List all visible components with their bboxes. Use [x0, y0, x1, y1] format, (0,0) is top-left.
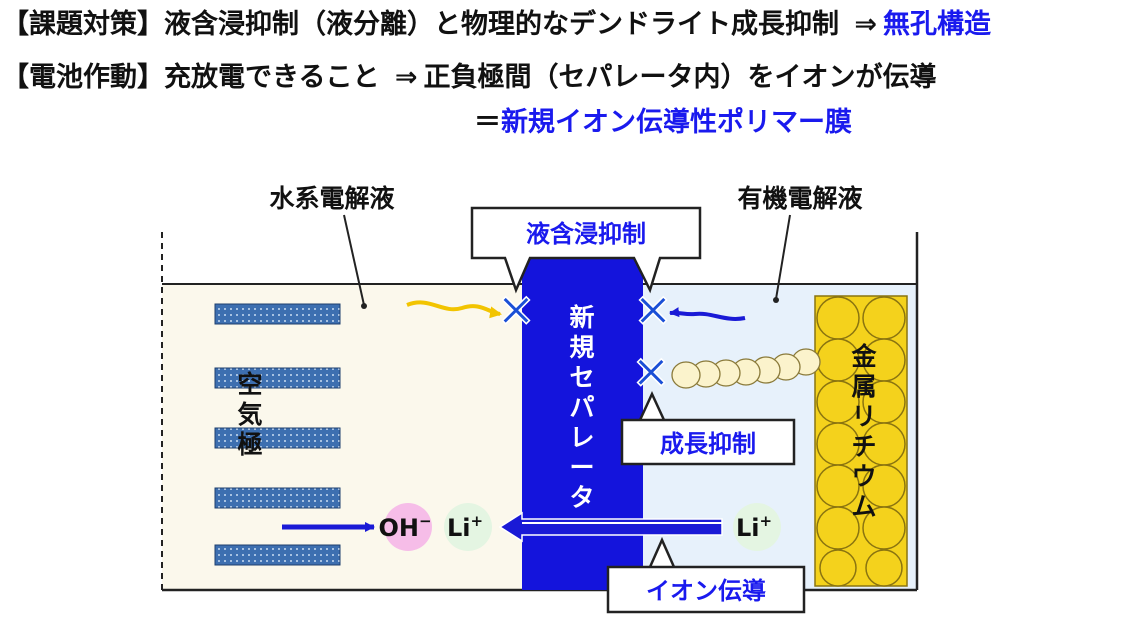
growth-callout-text: 成長抑制 — [660, 430, 756, 458]
air-electrode-plate-3 — [214, 427, 341, 449]
header-line-3-eq: ＝ — [474, 107, 501, 138]
lithium-label-5: ウ — [851, 462, 876, 491]
separator-label-1: 新 — [569, 303, 594, 332]
air-electrode-label-3: 極 — [237, 430, 262, 459]
li-ion-right-label: Li+ — [736, 512, 772, 542]
aqueous-electrolyte-label: 水系電解液 — [269, 184, 394, 213]
organic-electrolyte-label: 有機電解液 — [737, 184, 862, 213]
header-line-2-text: 充放電できること — [164, 62, 380, 93]
aqueous-leader-line — [343, 214, 365, 306]
growth-callout — [620, 391, 796, 466]
oh-ion-charge: − — [419, 512, 432, 530]
conduction-callout — [606, 536, 806, 614]
separator-label-7: タ — [569, 483, 594, 512]
separator-label-3: セ — [569, 363, 594, 392]
organic-flow-arrow — [669, 307, 746, 321]
header-line-3: ＝新規イオン伝導性ポリマー膜 — [474, 106, 852, 140]
header-line-2-result: 正負極間（セパレータ内）をイオンが伝導 — [423, 62, 937, 93]
li-ion-right-bubble — [733, 503, 781, 551]
header-line-1-result: 無孔構造 — [883, 9, 992, 40]
air-electrode-plate-5 — [214, 544, 341, 566]
lithium-label-2: 属 — [851, 372, 876, 401]
lithium-grains — [816, 296, 906, 587]
lithium-label-3: リ — [851, 402, 876, 431]
impregnation-callout — [470, 206, 702, 294]
header-line-3-result: 新規イオン伝導性ポリマー膜 — [501, 107, 852, 138]
dendrite — [671, 348, 821, 389]
li-ion-left-charge: + — [470, 512, 483, 530]
air-electrode-label-2: 気 — [237, 400, 262, 429]
impregnation-callout-text: 液含浸抑制 — [526, 220, 646, 248]
aqueous-flow-arrow — [406, 300, 502, 319]
li-ion-right-text: Li — [736, 514, 760, 542]
li-ion-right-charge: + — [759, 512, 772, 530]
oh-ion-label: OH− — [378, 512, 431, 542]
cross-mark-organic: ✕ — [634, 284, 673, 338]
header-line-1-label: 【課題対策】 — [2, 9, 164, 40]
lithium-label-4: チ — [851, 432, 876, 461]
header-line-1-text: 液含浸抑制（液分離）と物理的なデンドライト成長抑制 — [164, 9, 839, 40]
aqueous-leader-dot — [361, 303, 367, 309]
separator-label-6: ー — [569, 453, 594, 482]
li-ion-left-text: Li — [447, 514, 471, 542]
oh-ion-bubble — [384, 503, 432, 551]
lithium-label-6: ム — [851, 492, 876, 521]
separator-label-4: パ — [569, 393, 594, 422]
air-electrode-plate-4 — [214, 487, 341, 509]
organic-leader-line — [775, 214, 791, 300]
oh-ion-text: OH — [378, 514, 419, 542]
header-line-2-label: 【電池作動】 — [2, 62, 164, 93]
li-ion-left-bubble — [444, 503, 492, 551]
header-line-1-arrow: ⇒ — [854, 9, 878, 40]
air-electrode-plate-1 — [214, 303, 341, 325]
cross-mark-dendrite: ✕ — [632, 346, 671, 400]
header-line-1: 【課題対策】液含浸抑制（液分離）と物理的なデンドライト成長抑制 ⇒無孔構造 — [2, 8, 991, 42]
li-ion-left-label: Li+ — [447, 512, 483, 542]
separator-label-2: 規 — [569, 333, 594, 362]
lithium-label-1: 金 — [850, 342, 877, 371]
air-electrode-label-1: 空 — [237, 370, 262, 399]
separator-label-5: レ — [569, 423, 594, 452]
header-line-2: 【電池作動】充放電できること ⇒正負極間（セパレータ内）をイオンが伝導 — [2, 61, 937, 95]
header-line-2-arrow: ⇒ — [394, 62, 418, 93]
organic-leader-dot — [773, 297, 779, 303]
ion-conduction-arrow — [498, 511, 723, 543]
air-electrode-plate-2 — [214, 367, 341, 389]
conduction-callout-text: イオン伝導 — [646, 577, 766, 605]
